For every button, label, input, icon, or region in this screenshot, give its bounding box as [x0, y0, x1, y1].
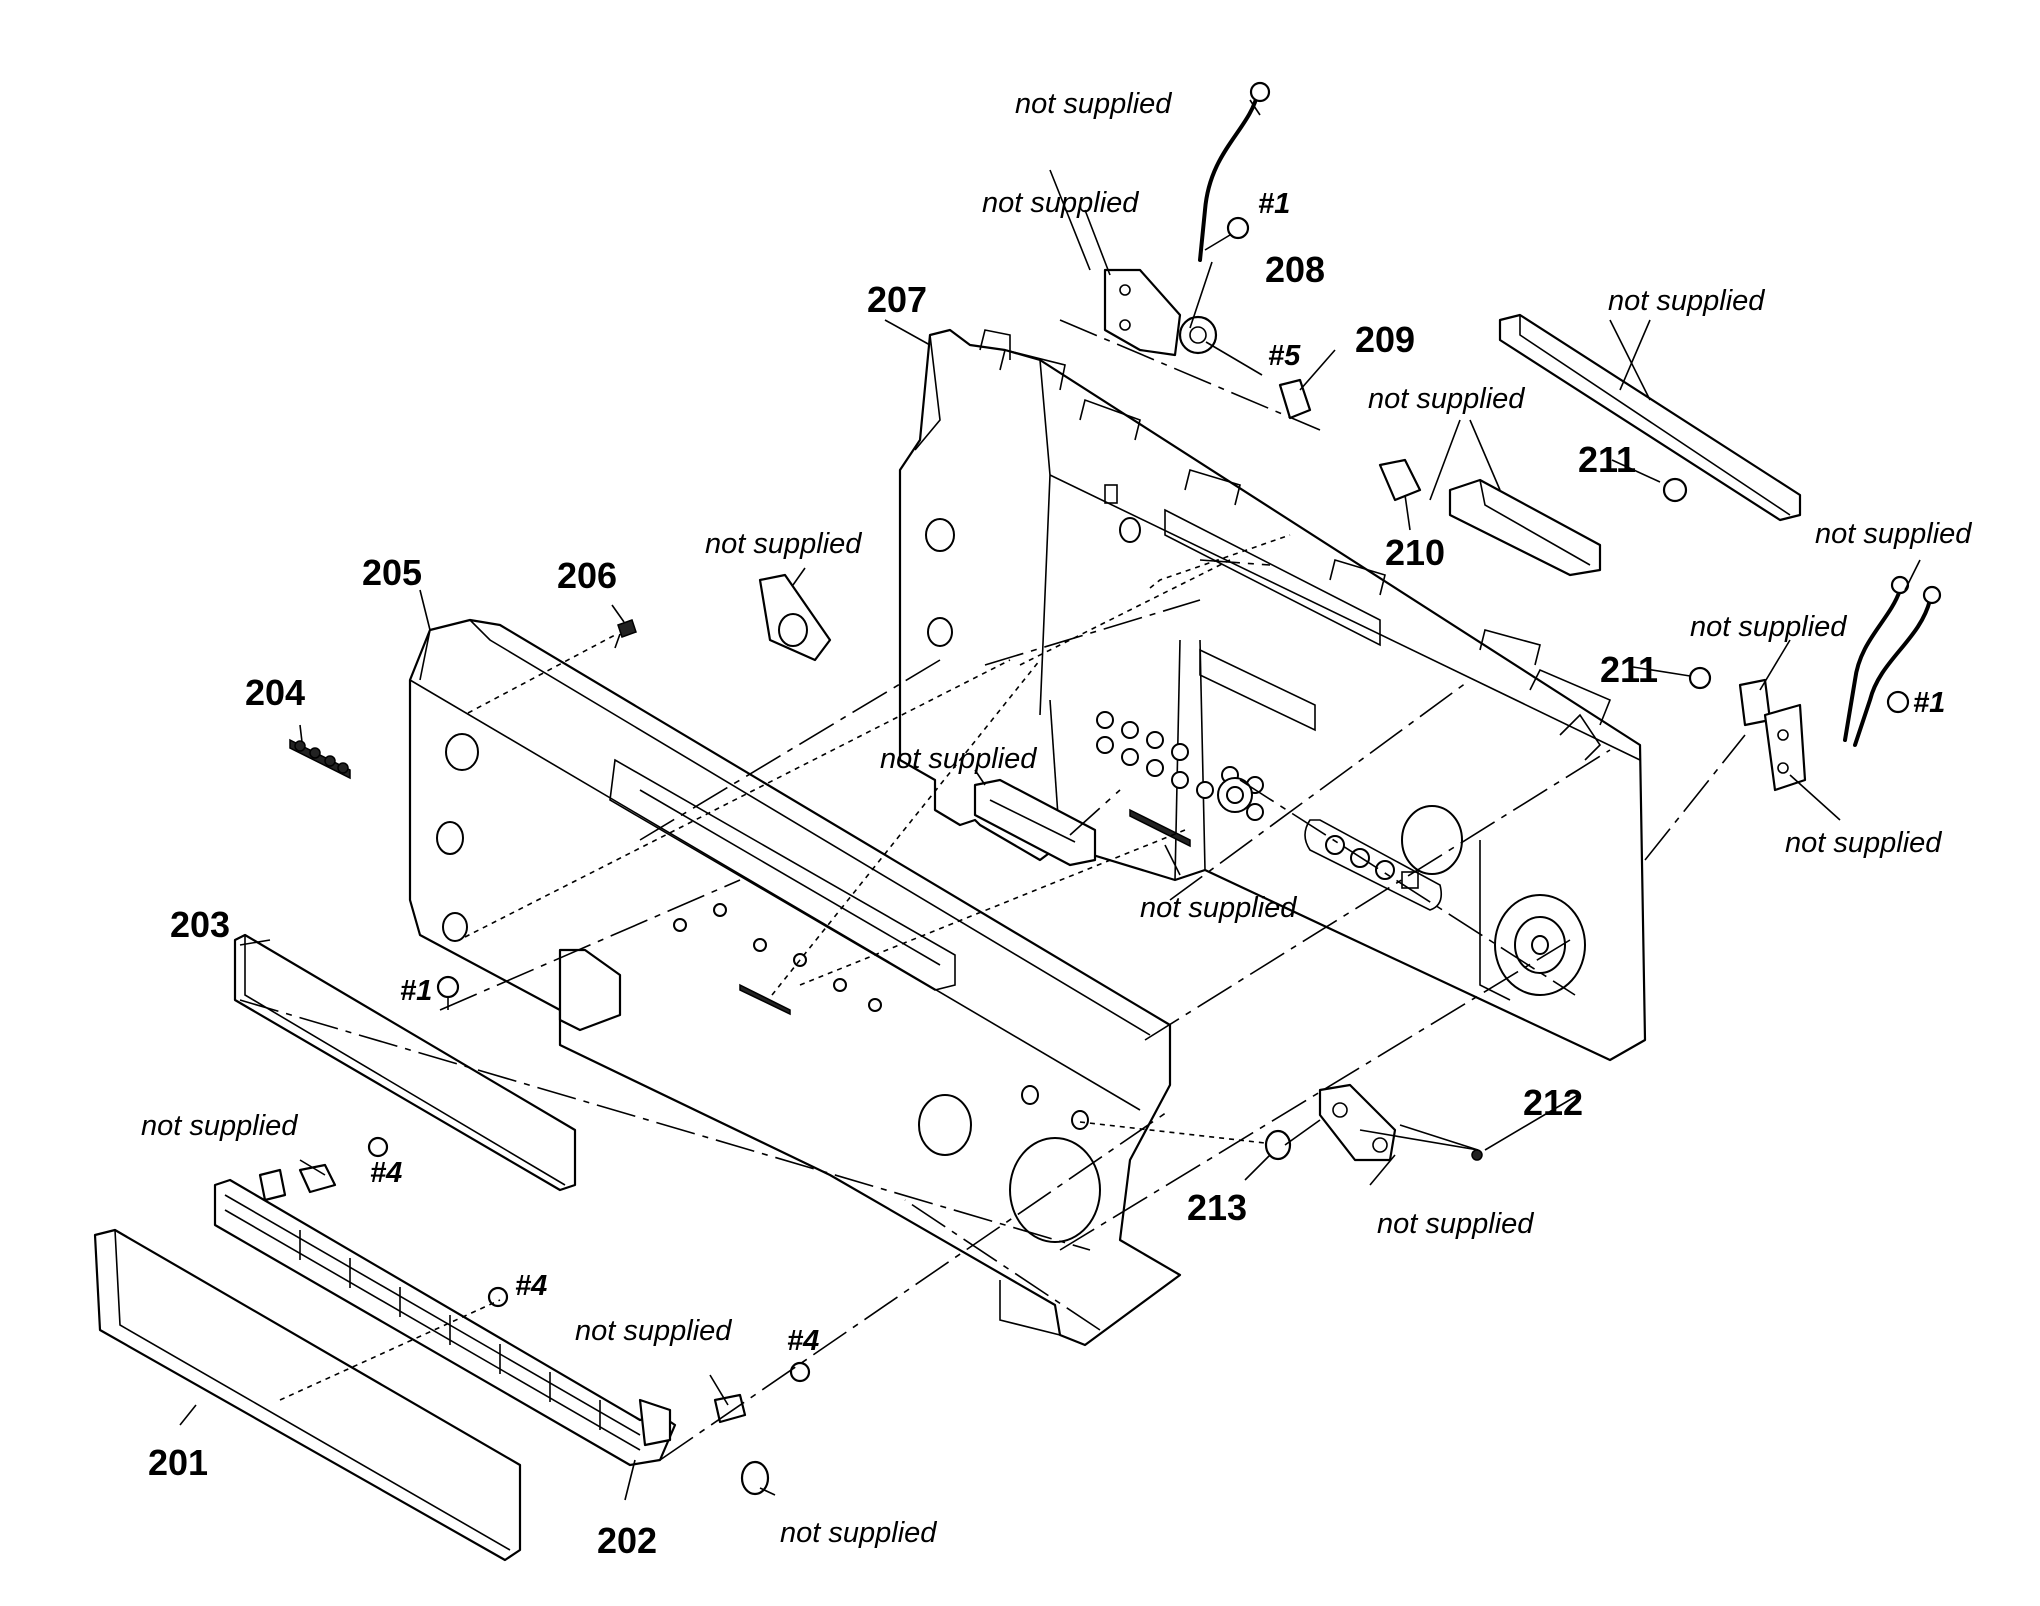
bracket-middle — [1448, 478, 1602, 577]
front-cover-201 — [93, 1228, 522, 1562]
label-207: 207 — [867, 279, 927, 320]
label-204: 204 — [245, 672, 305, 713]
label-not-supplied: not supplied — [880, 743, 1037, 775]
round-part-bottom — [740, 1460, 770, 1496]
part-number-labels: 201 202 203 204 205 206 207 208 209 210 … — [148, 249, 1658, 1561]
label-211-top: 211 — [1578, 439, 1636, 480]
bracket-right-top — [1498, 313, 1802, 522]
label-not-supplied: not supplied — [575, 1315, 732, 1347]
front-panel-205 — [408, 618, 1182, 1347]
label-not-supplied: not supplied — [1815, 518, 1972, 550]
rear-chassis-207 — [898, 328, 1647, 1062]
label-screw-4-a: #4 — [370, 1157, 402, 1189]
assembly-lines — [239, 319, 1746, 1461]
label-201: 201 — [148, 1442, 208, 1483]
screw-left-1 — [436, 975, 460, 1010]
label-211-side: 211 — [1600, 649, 1658, 690]
label-not-supplied: not supplied — [1368, 383, 1525, 415]
label-not-supplied: not supplied — [1608, 285, 1765, 317]
label-not-supplied: not supplied — [1377, 1208, 1534, 1240]
label-213: 213 — [1187, 1187, 1247, 1228]
screws-4 — [367, 1136, 811, 1383]
wire-clips — [298, 1163, 747, 1424]
label-210: 210 — [1385, 532, 1445, 573]
label-screw-1-top: #1 — [1258, 188, 1290, 220]
screw-211-side — [1688, 666, 1772, 727]
label-screw-4-c: #4 — [787, 1325, 819, 1357]
leader-lines — [179, 99, 1921, 1501]
not-supplied-labels: not supplied not supplied not supplied n… — [141, 88, 1972, 1549]
label-screw-1-left: #1 — [400, 975, 432, 1007]
screw-211-top — [1662, 477, 1688, 503]
knob-bracket — [758, 573, 832, 662]
parts-212-213 — [1264, 1083, 1483, 1162]
label-202: 202 — [597, 1520, 657, 1561]
bracket-right-side — [1763, 703, 1807, 792]
label-screw-4-b: #4 — [515, 1270, 547, 1302]
label-209: 209 — [1355, 319, 1415, 360]
grille-bracket-202 — [213, 1168, 677, 1467]
label-not-supplied: not supplied — [705, 528, 862, 560]
bracket-top — [1103, 268, 1182, 357]
label-208: 208 — [1265, 249, 1325, 290]
label-not-supplied: not supplied — [780, 1517, 937, 1549]
clip-209 — [1278, 378, 1312, 420]
label-206: 206 — [557, 555, 617, 596]
screw-right-1 — [1886, 690, 1910, 714]
label-screw-5: #5 — [1268, 340, 1301, 372]
label-not-supplied: not supplied — [1785, 827, 1942, 859]
label-not-supplied: not supplied — [1690, 611, 1847, 643]
label-not-supplied: not supplied — [982, 187, 1139, 219]
part-208 — [1178, 315, 1263, 376]
part-210 — [1378, 458, 1422, 502]
label-not-supplied: not supplied — [1015, 88, 1172, 120]
screw-labels: #1 #5 #1 #1 #4 #4 #4 — [370, 188, 1945, 1357]
label-not-supplied: not supplied — [1140, 892, 1297, 924]
screw-top-1 — [1204, 216, 1250, 251]
label-205: 205 — [362, 552, 422, 593]
logo-badge-204 — [289, 738, 351, 780]
connector-bar — [1129, 808, 1191, 848]
screw-206 — [614, 619, 637, 649]
wires-right — [1843, 575, 1942, 747]
label-not-supplied: not supplied — [141, 1110, 298, 1142]
label-203: 203 — [170, 904, 230, 945]
label-212: 212 — [1523, 1082, 1583, 1123]
label-screw-1-right: #1 — [1913, 687, 1945, 719]
window-panel-203 — [233, 933, 577, 1192]
connector-strip — [973, 778, 1097, 867]
